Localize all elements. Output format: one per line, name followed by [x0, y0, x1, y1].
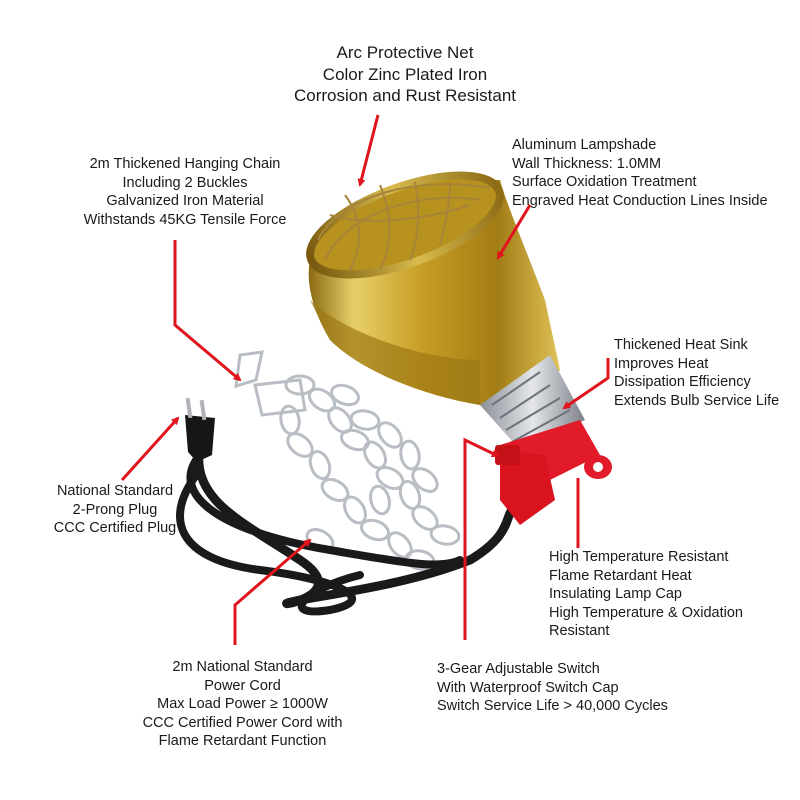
pointer-net: [357, 114, 380, 187]
callout-switch-line-2: With Waterproof Switch Cap: [437, 679, 619, 696]
callout-cap-line-1: High Temperature Resistant: [549, 549, 729, 565]
callout-switch: 3-Gear Adjustable Switch With Waterproof…: [437, 660, 668, 716]
callout-shade-line-2: Wall Thickness: 1.0MM: [512, 155, 662, 172]
callout-plug-line-1: National Standard: [56, 483, 174, 499]
callout-cord-line-3: Max Load Power ≥ 1000W: [157, 696, 328, 712]
pointer-cord: [233, 538, 312, 645]
power-cord: [176, 440, 525, 616]
callout-net-line-2: Color Zinc Plated Iron: [322, 64, 488, 84]
pointer-chain: [173, 240, 242, 382]
callout-cap-line-2: Flame Retardant Heat: [549, 567, 692, 584]
callout-net-line-1: Arc Protective Net: [336, 43, 474, 62]
callout-switch-line-1: 3-Gear Adjustable Switch: [437, 661, 600, 677]
pointer-switch: [463, 437, 500, 640]
callout-sink-line-3: Dissipation Efficiency: [614, 374, 751, 390]
two-prong-plug: [185, 397, 215, 462]
pointer-sink: [562, 358, 610, 410]
callout-net: Arc Protective Net Color Zinc Plated Iro…: [275, 42, 535, 107]
callout-cap-line-5: Resistant: [549, 623, 610, 639]
callout-sink-line-1: Thickened Heat Sink: [614, 337, 748, 353]
pointer-lines: [120, 114, 610, 645]
pointer-plug: [120, 416, 180, 482]
callout-net-line-3: Corrosion and Rust Resistant: [293, 86, 517, 105]
callout-chain: 2m Thickened Hanging Chain Including 2 B…: [60, 155, 310, 229]
switch-box: [495, 445, 555, 525]
callout-cord-line-4: CCC Certified Power Cord with: [142, 714, 343, 731]
callout-cord-line-1: 2m National Standard: [172, 659, 313, 675]
aluminum-lampshade: [306, 171, 560, 405]
callout-chain-line-4: Withstands 45KG Tensile Force: [83, 211, 287, 228]
callout-sink: Thickened Heat Sink Improves Heat Dissip…: [614, 336, 779, 410]
callout-cord: 2m National Standard Power Cord Max Load…: [115, 658, 370, 751]
callout-shade-line-1: Aluminum Lampshade: [512, 137, 657, 153]
callout-plug-line-2: 2-Prong Plug: [72, 501, 158, 518]
callout-chain-line-2: Including 2 Buckles: [122, 174, 248, 191]
callout-plug: National Standard 2-Prong Plug CCC Certi…: [25, 482, 205, 538]
callout-shade-line-3: Surface Oxidation Treatment: [512, 174, 697, 190]
callout-cap-line-3: Insulating Lamp Cap: [549, 586, 682, 602]
callout-shade: Aluminum Lampshade Wall Thickness: 1.0MM…: [512, 136, 768, 210]
callout-plug-line-3: CCC Certified Plug: [53, 520, 177, 536]
callout-cap: High Temperature Resistant Flame Retarda…: [549, 548, 743, 641]
callout-chain-line-3: Galvanized Iron Material: [106, 193, 264, 209]
callout-chain-line-1: 2m Thickened Hanging Chain: [89, 156, 281, 172]
callout-cord-line-2: Power Cord: [204, 677, 281, 694]
callout-switch-line-3: Switch Service Life > 40,000 Cycles: [437, 698, 668, 714]
callout-sink-line-4: Extends Bulb Service Life: [614, 392, 780, 409]
callout-sink-line-2: Improves Heat: [614, 355, 709, 372]
callout-cord-line-5: Flame Retardant Function: [158, 733, 327, 749]
heat-sink: [480, 355, 585, 450]
protective-net: [317, 181, 491, 271]
callout-shade-line-4: Engraved Heat Conduction Lines Inside: [512, 192, 768, 209]
callout-cap-line-4: High Temperature & Oxidation: [549, 604, 743, 621]
pointer-shade: [496, 204, 532, 260]
hanging-chain: [234, 350, 461, 571]
